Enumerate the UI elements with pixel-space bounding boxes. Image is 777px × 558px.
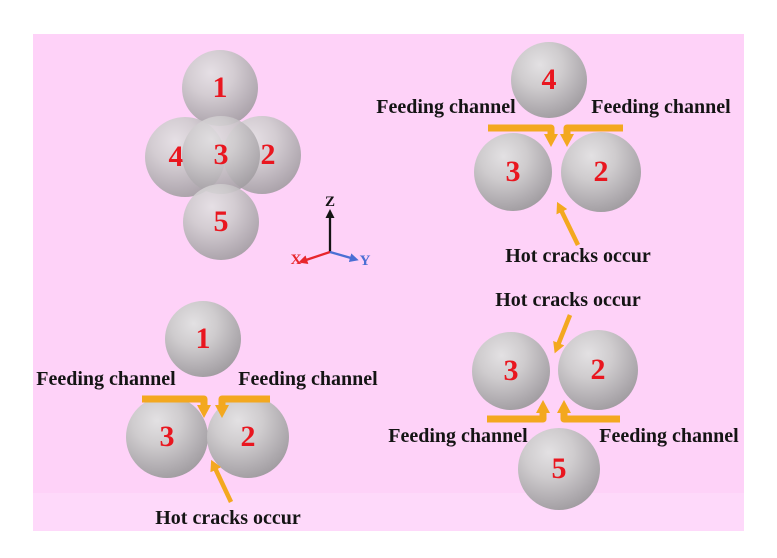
feeding-channel-label: Feeding channel <box>599 425 739 447</box>
pink-background-lower-strip <box>33 493 744 531</box>
sphere-4-number: 4 <box>168 140 184 173</box>
sphere-3-number: 3 <box>505 155 521 188</box>
sphere-5: 5 <box>183 184 259 260</box>
feeding-channel-label: Feeding channel <box>591 96 731 118</box>
sphere-2-number: 2 <box>260 138 276 171</box>
sphere-4: 4 <box>511 42 587 118</box>
axis-y-label: Y <box>359 253 371 269</box>
axis-x-label: X <box>290 252 302 268</box>
feeding-channel-label: Feeding channel <box>376 96 516 118</box>
sphere-3-number: 3 <box>213 138 229 171</box>
sphere-3-number: 3 <box>503 354 519 387</box>
axis-z-label: Z <box>324 194 335 210</box>
sphere-3-number: 3 <box>159 420 175 453</box>
sphere-3: 3 <box>182 116 260 194</box>
feeding-channel-label: Feeding channel <box>238 368 378 390</box>
hot-cracks-label: Hot cracks occur <box>155 507 301 529</box>
sphere-3: 3 <box>474 133 552 211</box>
sphere-5: 5 <box>518 428 600 510</box>
feeding-channel-label: Feeding channel <box>36 368 176 390</box>
sphere-2-number: 2 <box>240 420 256 453</box>
sphere-2: 2 <box>558 330 638 410</box>
sphere-5-number: 5 <box>213 205 229 238</box>
sphere-1: 1 <box>182 50 258 126</box>
sphere-1: 1 <box>165 301 241 377</box>
sphere-5-number: 5 <box>551 452 567 485</box>
sphere-2: 2 <box>207 396 289 478</box>
sphere-3: 3 <box>472 332 550 410</box>
feeding-channel-label: Feeding channel <box>388 425 528 447</box>
hot-cracks-label: Hot cracks occur <box>495 289 641 311</box>
sphere-2: 2 <box>561 132 641 212</box>
sphere-2-number: 2 <box>593 155 609 188</box>
sphere-4-number: 4 <box>541 63 557 96</box>
hot-cracks-label: Hot cracks occur <box>505 245 651 267</box>
sphere-1-number: 1 <box>212 71 228 104</box>
sphere-3: 3 <box>126 396 208 478</box>
sphere-2-number: 2 <box>590 353 606 386</box>
sphere-1-number: 1 <box>195 322 211 355</box>
